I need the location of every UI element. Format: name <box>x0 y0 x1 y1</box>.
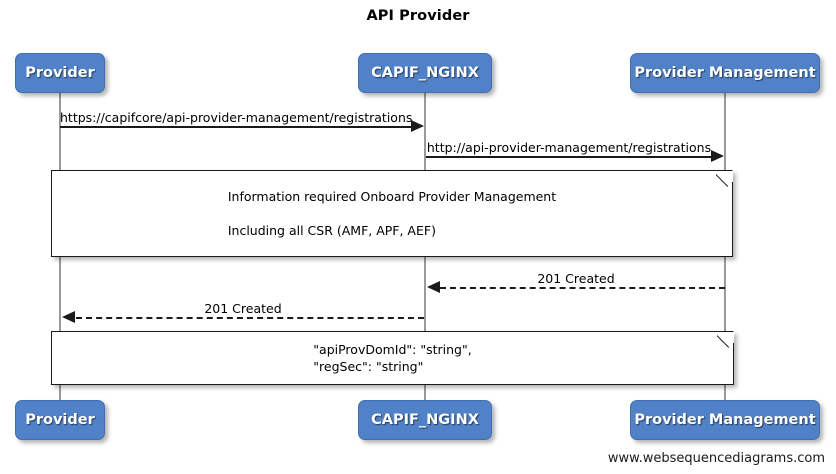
note-onboard-information: Information required Onboard Provider Ma… <box>51 170 733 257</box>
participant-label: Provider <box>25 412 95 428</box>
message-arrowhead-1 <box>411 120 424 132</box>
note-response-payload: "apiProvDomId": "string", "regSec": "str… <box>51 331 734 385</box>
message-line-4 <box>76 317 424 319</box>
message-line-3 <box>440 287 725 289</box>
participant-label: Provider Management <box>634 412 816 428</box>
message-label-1: https://capifcore/api-provider-managemen… <box>60 110 413 125</box>
participant-label: CAPIF_NGINX <box>371 412 479 428</box>
participant-provider-management-top[interactable]: Provider Management <box>630 53 820 93</box>
message-arrowhead-4 <box>62 311 75 323</box>
footer-attribution: www.websequencediagrams.com <box>607 451 825 466</box>
participant-provider-management-bottom[interactable]: Provider Management <box>630 400 820 440</box>
note-text-line: Information required Onboard Provider Ma… <box>227 189 557 204</box>
message-line-1 <box>60 126 412 128</box>
message-arrowhead-2 <box>711 150 724 162</box>
participant-provider-top[interactable]: Provider <box>15 53 105 93</box>
message-label-4: 201 Created <box>204 301 282 316</box>
participant-label: CAPIF_NGINX <box>371 65 479 81</box>
note-text-line: "regSec": "string" <box>313 359 424 374</box>
message-arrowhead-3 <box>427 281 440 293</box>
note-text-line: Including all CSR (AMF, APF, AEF) <box>227 223 436 238</box>
note-text-line: "apiProvDomId": "string", <box>313 342 472 357</box>
participant-provider-bottom[interactable]: Provider <box>15 400 105 440</box>
participant-capif-nginx-bottom[interactable]: CAPIF_NGINX <box>358 400 492 440</box>
message-label-2: http://api-provider-management/registrat… <box>426 140 712 155</box>
participant-capif-nginx-top[interactable]: CAPIF_NGINX <box>358 53 492 93</box>
message-line-2 <box>426 156 712 158</box>
message-label-3: 201 Created <box>537 271 615 286</box>
participant-label: Provider <box>25 65 95 81</box>
participant-label: Provider Management <box>634 65 816 81</box>
diagram-title: API Provider <box>366 8 470 24</box>
